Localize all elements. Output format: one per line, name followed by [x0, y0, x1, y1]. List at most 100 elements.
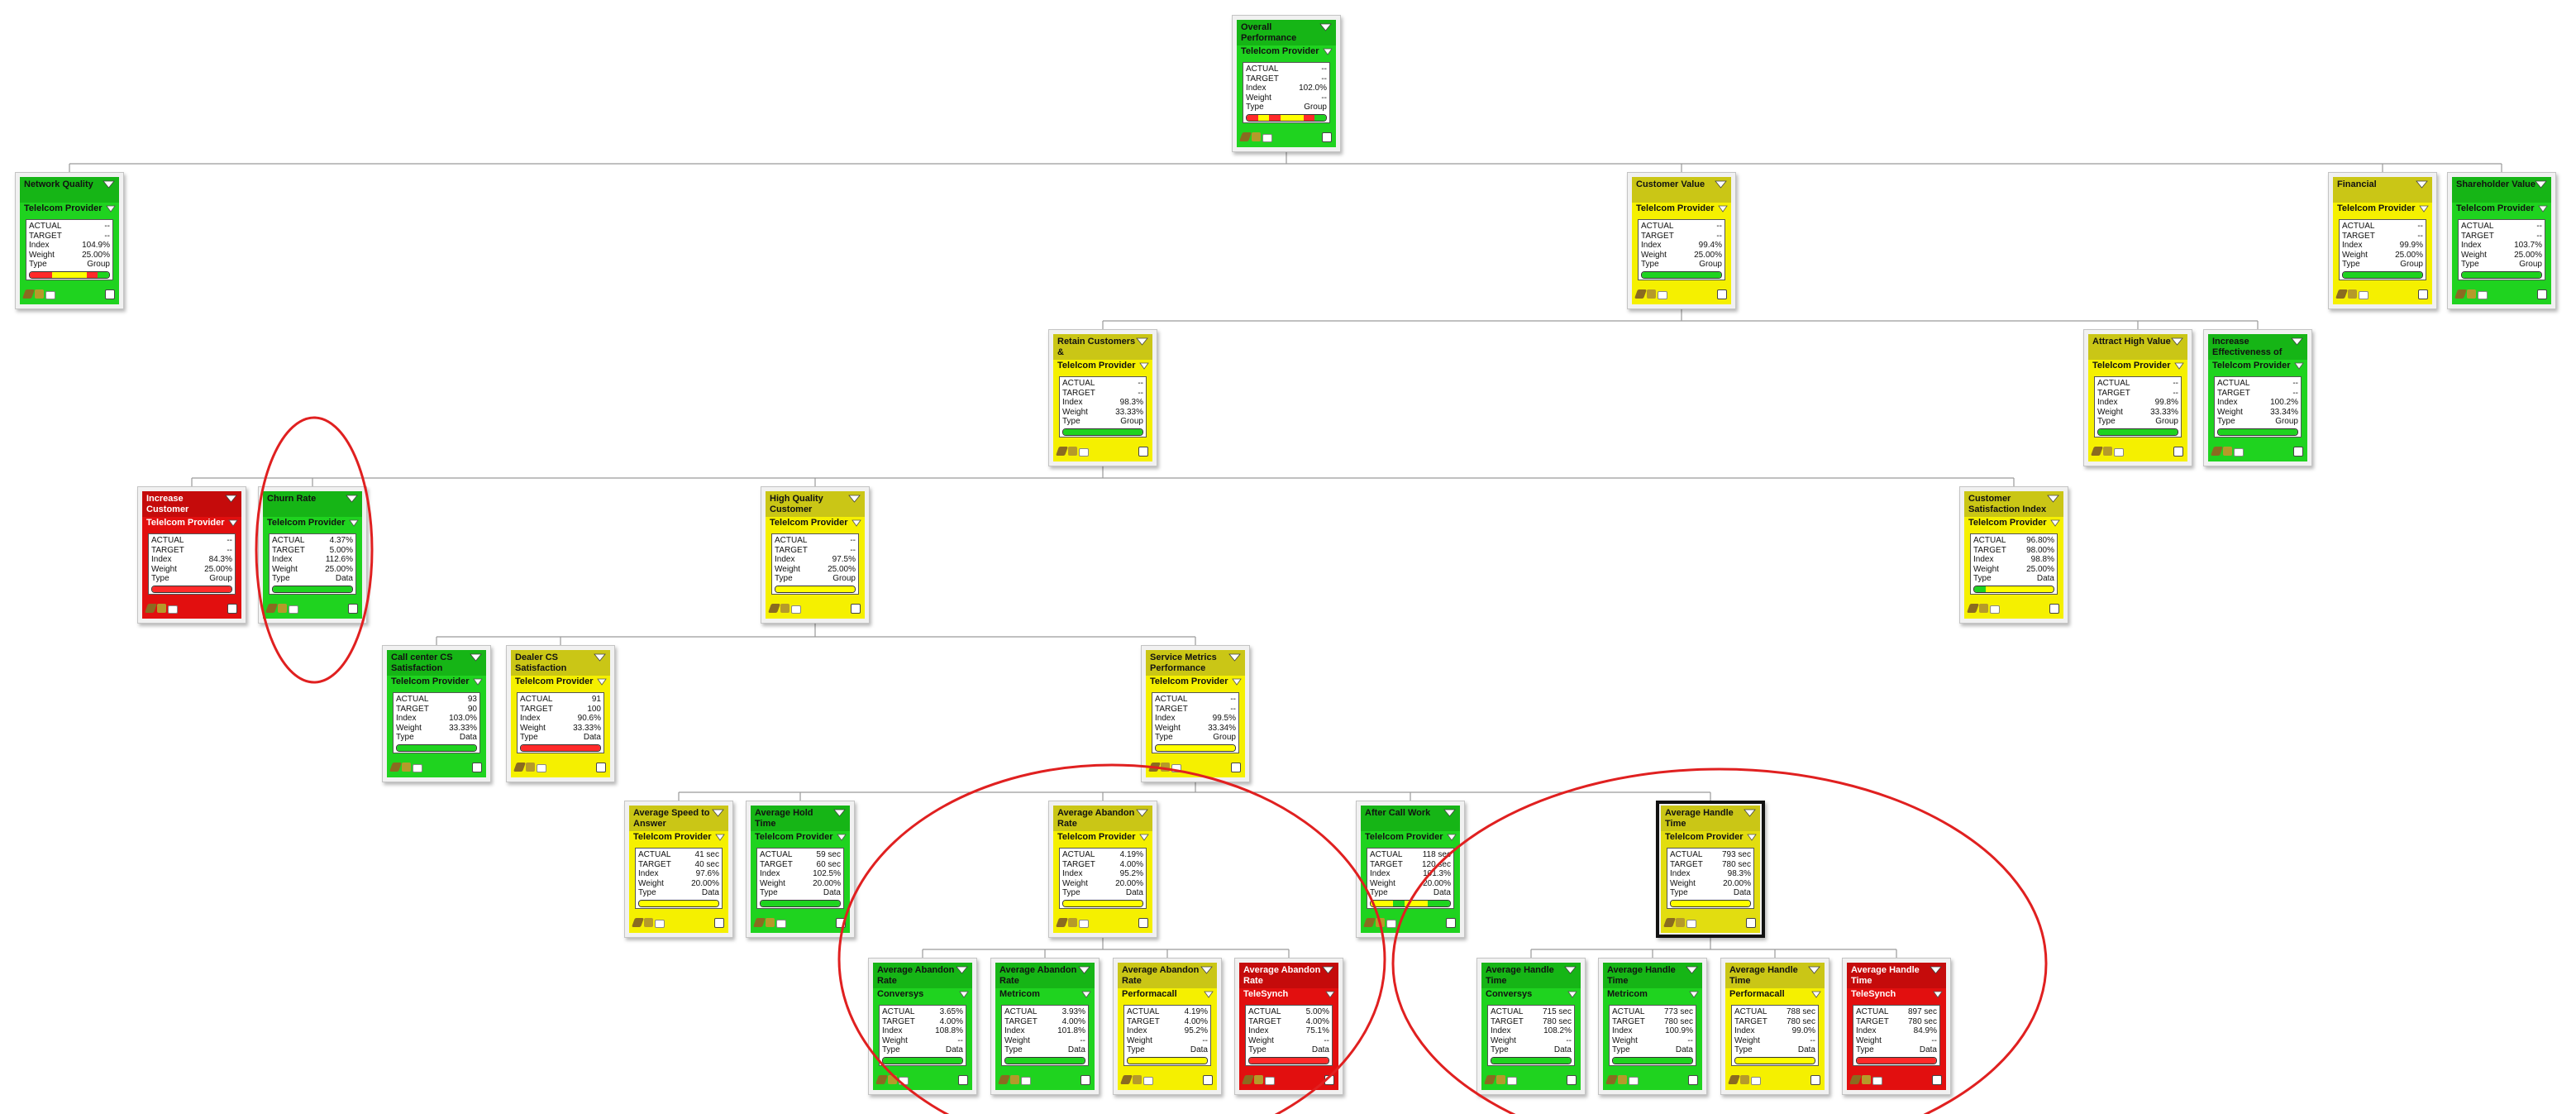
chart-icon[interactable]	[1932, 1075, 1942, 1085]
notes-icon[interactable]	[1376, 918, 1385, 927]
notes-icon[interactable]	[888, 1075, 897, 1084]
node-menu-chevron-icon[interactable]	[1715, 180, 1727, 189]
edit-icon[interactable]	[1727, 1075, 1741, 1084]
chart-icon[interactable]	[1138, 447, 1148, 457]
chart-icon[interactable]	[1322, 132, 1332, 142]
provider-dropdown-icon[interactable]	[1933, 991, 1943, 998]
edit-icon[interactable]	[513, 763, 527, 772]
node-menu-chevron-icon[interactable]	[1319, 23, 1332, 31]
chart-icon[interactable]	[227, 604, 237, 614]
edit-icon[interactable]	[1238, 132, 1252, 141]
kpi-provider-selector[interactable]: Performacall	[1118, 988, 1217, 1001]
mail-icon[interactable]	[1629, 1077, 1639, 1085]
kpi-provider-selector[interactable]: Telelcom Provider	[1146, 676, 1245, 688]
provider-dropdown-icon[interactable]	[837, 834, 847, 841]
chart-icon[interactable]	[596, 763, 606, 772]
provider-dropdown-icon[interactable]	[2050, 519, 2060, 527]
notes-icon[interactable]	[1862, 1075, 1871, 1084]
node-menu-chevron-icon[interactable]	[2047, 495, 2059, 503]
kpi-provider-selector[interactable]: Telelcom Provider	[751, 831, 850, 844]
edit-icon[interactable]	[1966, 604, 1980, 613]
edit-icon[interactable]	[767, 604, 781, 613]
chart-icon[interactable]	[836, 918, 846, 928]
provider-dropdown-icon[interactable]	[106, 205, 116, 213]
node-menu-chevron-icon[interactable]	[2416, 180, 2428, 189]
provider-dropdown-icon[interactable]	[228, 519, 238, 527]
provider-dropdown-icon[interactable]	[1811, 991, 1821, 998]
chart-icon[interactable]	[105, 289, 115, 299]
kpi-provider-selector[interactable]: Telelcom Provider	[1361, 831, 1460, 844]
chart-icon[interactable]	[2049, 604, 2059, 614]
kpi-provider-selector[interactable]: Metricom	[995, 988, 1095, 1001]
node-menu-chevron-icon[interactable]	[2171, 337, 2183, 346]
edit-icon[interactable]	[875, 1075, 889, 1084]
edit-icon[interactable]	[21, 289, 36, 299]
kpi-provider-selector[interactable]: Telelcom Provider	[2088, 360, 2187, 372]
provider-dropdown-icon[interactable]	[1204, 991, 1214, 998]
chart-icon[interactable]	[2418, 289, 2428, 299]
node-menu-chevron-icon[interactable]	[1136, 809, 1148, 817]
edit-icon[interactable]	[1055, 447, 1069, 456]
provider-dropdown-icon[interactable]	[1139, 834, 1149, 841]
edit-icon[interactable]	[1241, 1075, 1255, 1084]
node-menu-chevron-icon[interactable]	[712, 809, 724, 817]
mail-icon[interactable]	[1658, 291, 1667, 299]
node-menu-chevron-icon[interactable]	[1443, 809, 1456, 817]
notes-icon[interactable]	[766, 918, 775, 927]
chart-icon[interactable]	[1810, 1075, 1820, 1085]
node-menu-chevron-icon[interactable]	[103, 180, 115, 189]
notes-icon[interactable]	[1676, 918, 1685, 927]
kpi-provider-selector[interactable]: Telelcom Provider	[20, 203, 119, 215]
mail-icon[interactable]	[1265, 1077, 1275, 1085]
node-menu-chevron-icon[interactable]	[1930, 966, 1942, 974]
notes-icon[interactable]	[1068, 918, 1077, 927]
chart-icon[interactable]	[851, 604, 861, 614]
mail-icon[interactable]	[1262, 134, 1272, 142]
mail-icon[interactable]	[1386, 920, 1396, 928]
mail-icon[interactable]	[1872, 1077, 1882, 1085]
mail-icon[interactable]	[168, 605, 178, 614]
node-menu-chevron-icon[interactable]	[1744, 809, 1756, 817]
provider-dropdown-icon[interactable]	[1232, 678, 1242, 686]
node-menu-chevron-icon[interactable]	[594, 653, 606, 662]
mail-icon[interactable]	[2114, 448, 2124, 457]
chart-icon[interactable]	[1138, 918, 1148, 928]
edit-icon[interactable]	[2210, 447, 2224, 456]
provider-dropdown-icon[interactable]	[852, 519, 861, 527]
edit-icon[interactable]	[144, 604, 158, 613]
chart-icon[interactable]	[1080, 1075, 1090, 1085]
notes-icon[interactable]	[644, 918, 653, 927]
node-menu-chevron-icon[interactable]	[1686, 966, 1698, 974]
edit-icon[interactable]	[1605, 1075, 1619, 1084]
kpi-provider-selector[interactable]: Telelcom Provider	[511, 676, 610, 688]
mail-icon[interactable]	[2234, 448, 2244, 457]
node-menu-chevron-icon[interactable]	[848, 495, 861, 503]
mail-icon[interactable]	[2478, 291, 2488, 299]
node-menu-chevron-icon[interactable]	[1078, 966, 1090, 974]
notes-icon[interactable]	[1979, 604, 1988, 613]
node-menu-chevron-icon[interactable]	[833, 809, 846, 817]
node-menu-chevron-icon[interactable]	[346, 495, 358, 503]
mail-icon[interactable]	[537, 764, 546, 772]
kpi-provider-selector[interactable]: Telelcom Provider	[1237, 45, 1336, 58]
kpi-provider-selector[interactable]: Telelcom Provider	[2333, 203, 2432, 215]
chart-icon[interactable]	[1746, 918, 1756, 928]
provider-dropdown-icon[interactable]	[959, 991, 969, 998]
node-menu-chevron-icon[interactable]	[1808, 966, 1820, 974]
chart-icon[interactable]	[2537, 289, 2547, 299]
edit-icon[interactable]	[1147, 763, 1162, 772]
provider-dropdown-icon[interactable]	[1689, 991, 1699, 998]
chart-icon[interactable]	[2173, 447, 2183, 457]
